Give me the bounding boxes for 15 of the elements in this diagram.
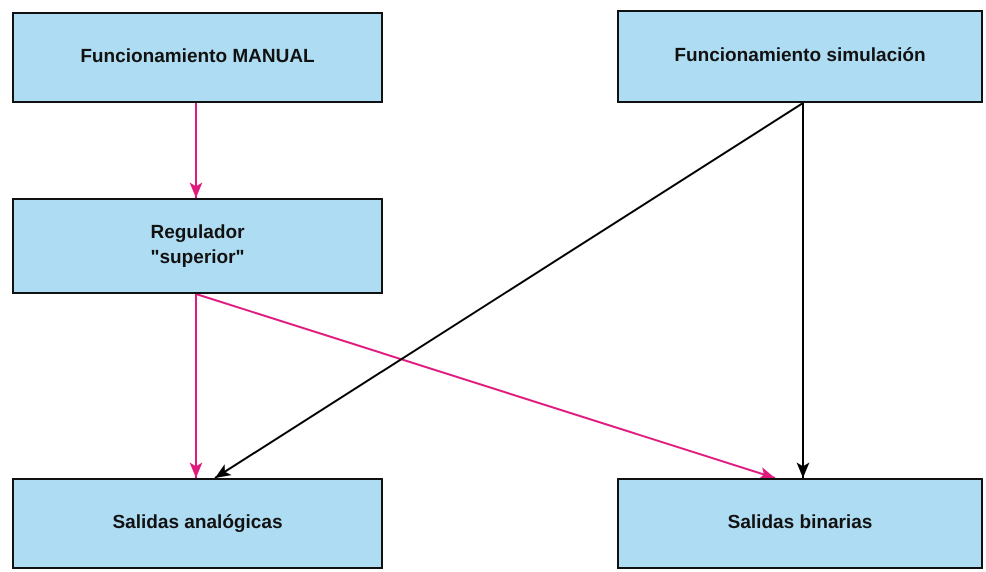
- box-label: Salidas analógicas: [111, 511, 284, 536]
- arrow: [196, 293, 776, 480]
- box-label: Funcionamiento simulación: [673, 44, 927, 68]
- process-box: [617, 478, 983, 569]
- box-label: Funcionamiento MANUAL: [79, 45, 316, 70]
- arrow: [190, 103, 202, 198]
- process-box: [12, 12, 383, 103]
- box-label: Salidas binarias: [726, 511, 874, 536]
- arrow: [796, 103, 810, 478]
- process-box: [12, 478, 383, 569]
- process-box: [12, 198, 383, 294]
- process-box: [617, 10, 983, 103]
- box-label: Regulador "superior": [149, 221, 246, 270]
- arrow: [190, 294, 202, 478]
- arrow: [214, 102, 804, 479]
